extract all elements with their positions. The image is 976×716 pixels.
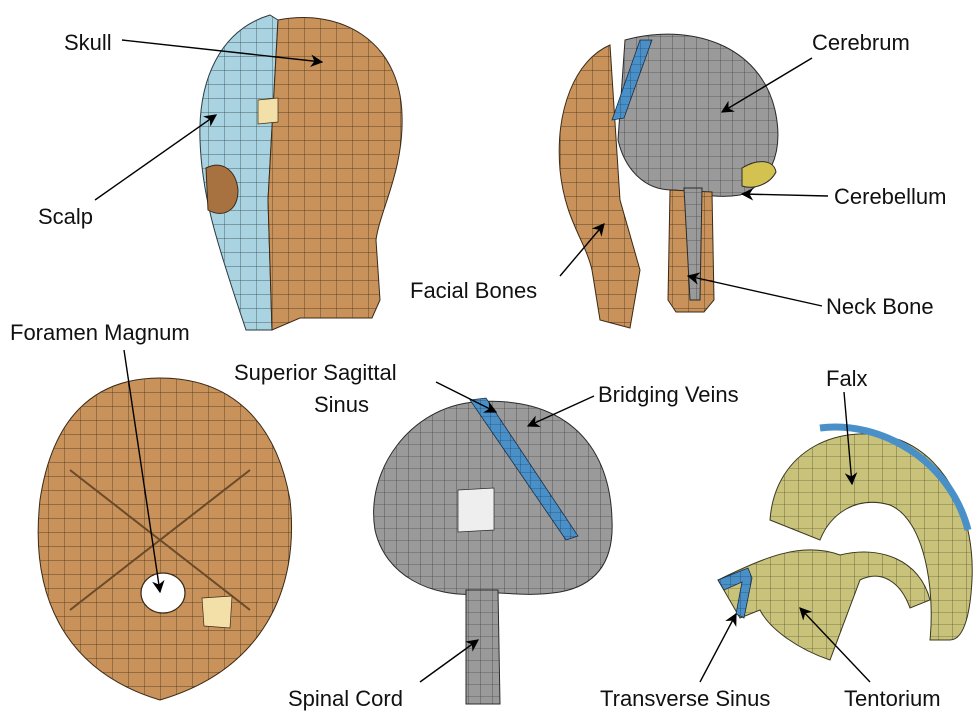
tentorium-shape [718, 550, 930, 660]
brain-highlight [458, 488, 494, 532]
spinal-cord-shape [466, 590, 500, 704]
cerebellum-callout [742, 194, 828, 196]
skull-base-highlight [202, 596, 232, 628]
foramen-magnum-label: Foramen Magnum [10, 320, 190, 345]
skull-base-shape [38, 378, 291, 700]
cerebellum-shape [742, 162, 776, 188]
cerebrum-label: Cerebrum [812, 30, 910, 55]
skull-highlight [258, 98, 278, 124]
transverse-sinus-callout [700, 614, 736, 682]
transverse-sinus-label: Transverse Sinus [600, 686, 770, 711]
falx-tentorium-model [718, 427, 972, 660]
tentorium-label: Tentorium [844, 686, 941, 711]
spinal-cord-label: Spinal Cord [288, 686, 403, 711]
superior-sagittal-sinus-label-line2: Sinus [314, 392, 369, 417]
brain-cutaway-model [559, 34, 778, 328]
bridging-veins-label: Bridging Veins [598, 382, 739, 407]
foramen-magnum-opening [141, 573, 185, 613]
skull-scalp-model [200, 15, 402, 330]
skull-label: Skull [64, 30, 112, 55]
skull-base-model [38, 378, 291, 700]
neck-bone-label: Neck Bone [826, 294, 934, 319]
scalp-label: Scalp [38, 204, 93, 229]
falx-label: Falx [826, 366, 868, 391]
skull-shell [268, 18, 402, 330]
superior-sagittal-sinus-label-line1: Superior Sagittal [234, 360, 397, 385]
facial-bones-label: Facial Bones [410, 278, 537, 303]
brain-sinus-model [374, 398, 613, 704]
cerebellum-label: Cerebellum [834, 184, 947, 209]
scalp-callout [95, 115, 216, 200]
